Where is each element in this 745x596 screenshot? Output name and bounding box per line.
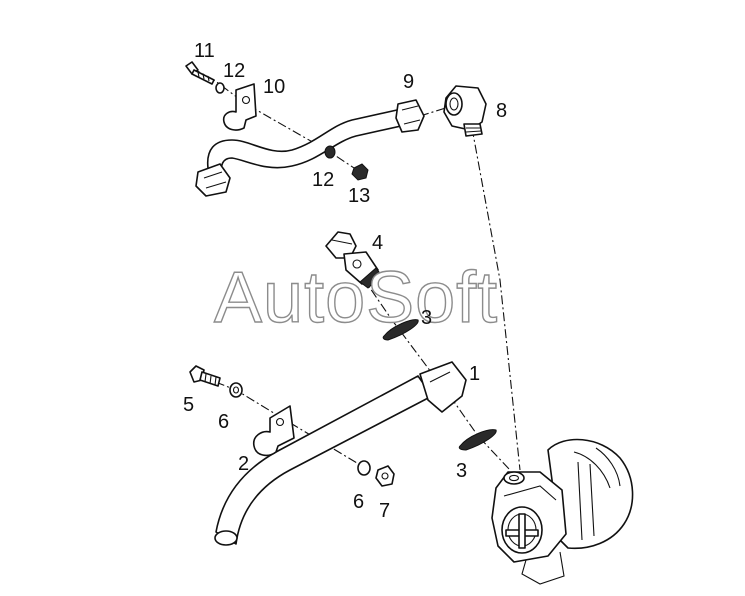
nut-13	[351, 163, 369, 181]
banjo-connector	[443, 85, 487, 137]
lower-pressure-pipe	[214, 361, 467, 546]
lower-pipe-end	[419, 361, 467, 413]
washer-6-upper	[229, 382, 243, 398]
upper-return-pipe	[195, 99, 425, 197]
upper-pipe-fitting-nut	[395, 99, 425, 133]
lower-bracket-group	[189, 365, 395, 487]
leader-pipe-9-to-8	[419, 105, 453, 117]
seal-washer-upper	[382, 319, 419, 341]
upper-pipe-nut	[195, 163, 231, 197]
callout-6-lower: 6	[353, 491, 365, 513]
upper-bracket-group	[185, 61, 369, 181]
nut-7	[375, 465, 395, 487]
washer-12-lower	[324, 145, 336, 159]
callout-12-lower: 12	[312, 169, 335, 191]
leader-bolt-11-axis	[191, 67, 361, 173]
callout-8: 8	[496, 100, 508, 122]
callout-3-lower: 3	[456, 460, 468, 482]
leader-connector-8-down	[471, 127, 521, 471]
callout-11: 11	[194, 40, 215, 62]
callout-1: 1	[469, 363, 481, 385]
steering-pump	[491, 438, 634, 585]
pump-housing	[547, 438, 634, 550]
callout-12-upper: 12	[223, 60, 246, 82]
callout-6-upper: 6	[218, 411, 230, 433]
callout-3-upper: 3	[421, 307, 433, 329]
washer-12-upper	[215, 82, 225, 94]
pump-port	[503, 471, 525, 485]
callout-10: 10	[263, 76, 286, 98]
upper-bracket	[222, 83, 257, 131]
watermark-logo: AutoSoft	[213, 258, 499, 338]
callout-4: 4	[372, 232, 384, 254]
callout-5: 5	[183, 394, 195, 416]
fitting-bolt	[325, 231, 383, 289]
washer-6-lower	[357, 460, 371, 476]
callout-7: 7	[379, 500, 391, 522]
seal-washer-lower	[458, 429, 497, 451]
lower-bracket	[252, 405, 295, 457]
callout-9: 9	[403, 71, 415, 93]
callout-13: 13	[348, 185, 371, 207]
callout-2: 2	[238, 453, 250, 475]
